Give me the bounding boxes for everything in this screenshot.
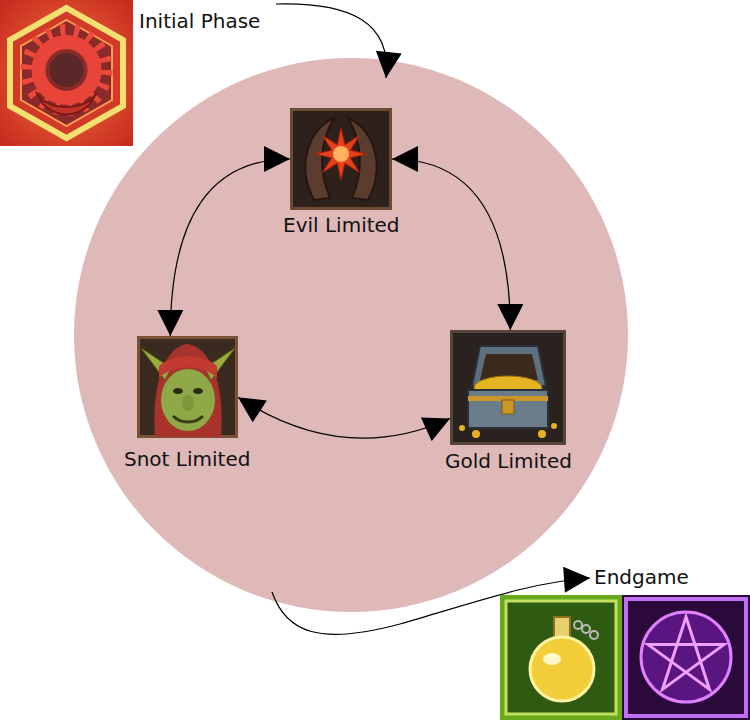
entry-arrow [276, 4, 387, 78]
pentagram-icon [622, 595, 750, 720]
icon-node: Snot Limited [137, 336, 238, 438]
chest-icon [450, 330, 566, 445]
icon-node: Endgame [500, 595, 750, 720]
node-label: Initial Phase [139, 9, 260, 33]
evil-icon [290, 108, 392, 210]
cycle-arrow [170, 159, 290, 336]
icon-picture [290, 108, 392, 210]
icon-picture [450, 330, 566, 445]
goblin-icon [137, 336, 238, 438]
node-label: Snot Limited [124, 447, 250, 471]
cycle-arrow [238, 397, 450, 438]
icon-node: Initial Phase [0, 0, 133, 146]
icon-picture [137, 336, 238, 438]
icon-picture [0, 0, 133, 146]
icon-picture [622, 595, 750, 720]
cycle-region [74, 58, 628, 612]
node-label: Evil Limited [283, 213, 400, 237]
node-label: Gold Limited [445, 449, 572, 473]
phase-icon [0, 0, 133, 146]
node-label: Endgame [594, 565, 689, 589]
icon-picture [500, 595, 622, 720]
cycle-arrow [392, 159, 510, 330]
icon-node: Evil Limited [290, 108, 392, 210]
potion-icon [500, 595, 622, 720]
icon-node: Gold Limited [450, 330, 566, 445]
